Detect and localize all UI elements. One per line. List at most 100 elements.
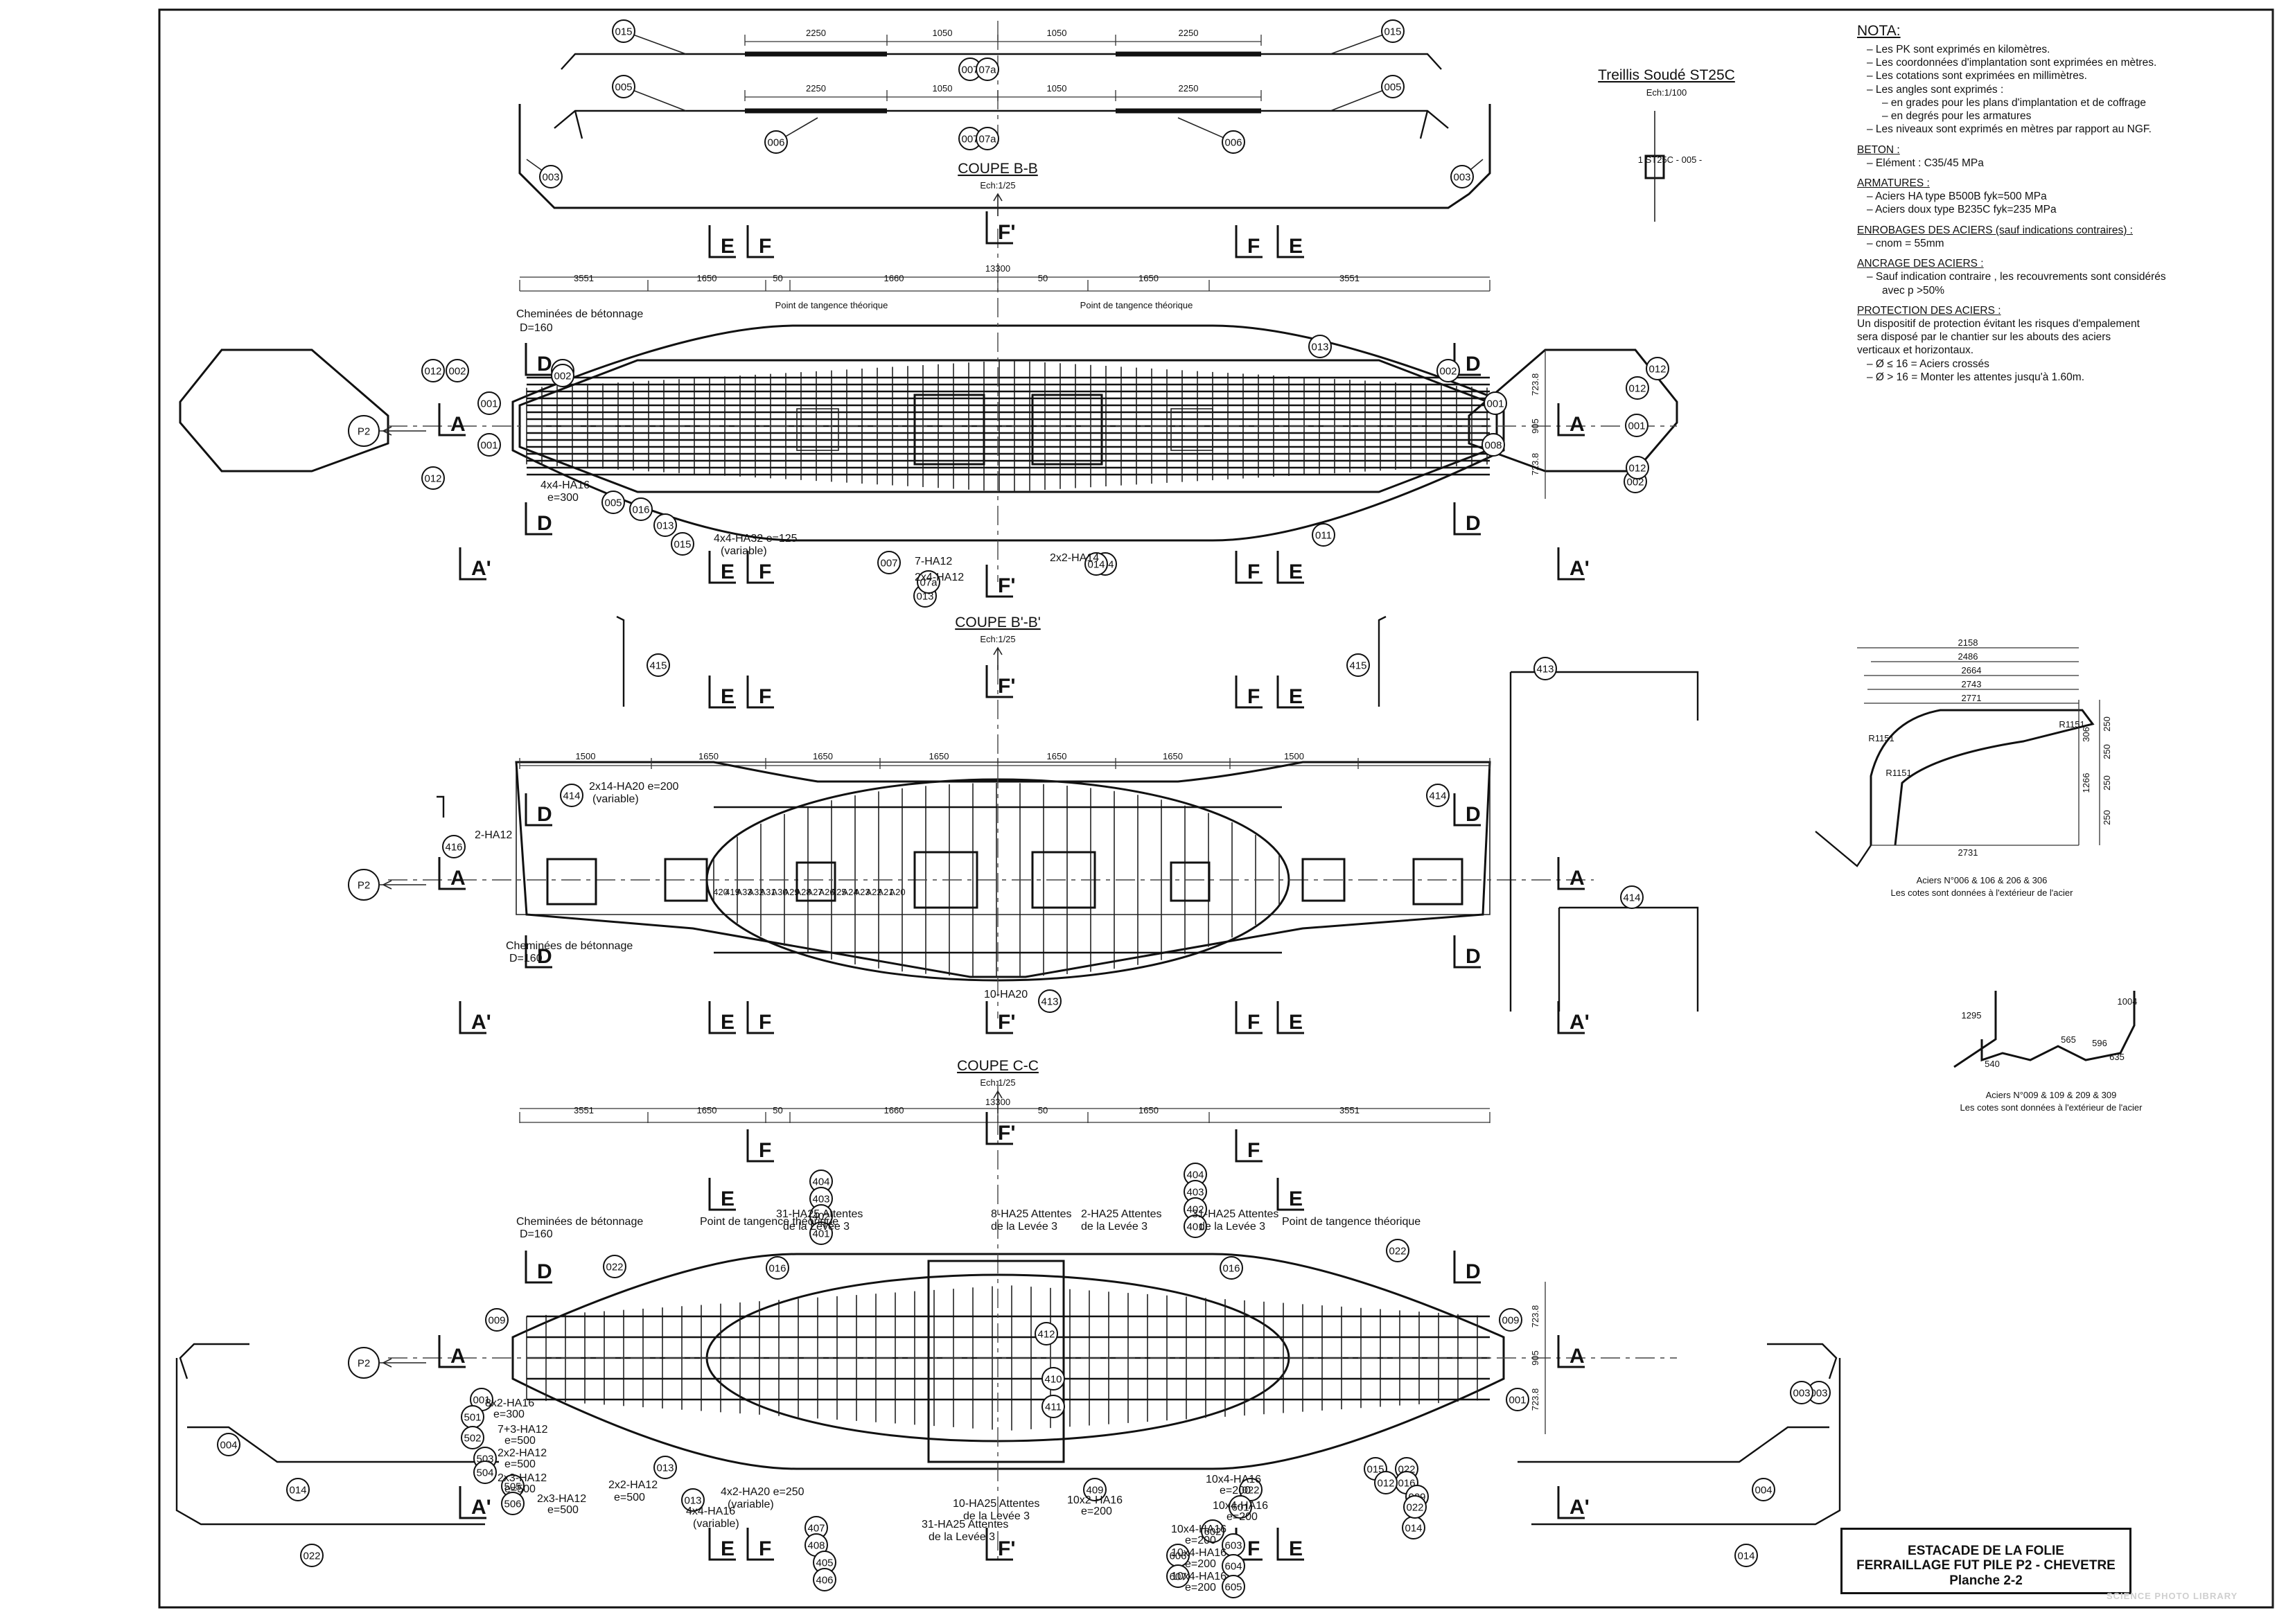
rebar-mark-bubble: [1426, 784, 1450, 807]
rebar-mark-label: 415: [1349, 660, 1366, 672]
detail-caption: Les cotes sont données à l'extérieur de …: [1891, 888, 2074, 898]
annotation: 4x4-HA16: [540, 479, 590, 491]
rebar-mark-bubble: [560, 784, 583, 807]
dimension-value: 1050: [1047, 83, 1067, 94]
rebar-mark-bubble: [809, 1221, 833, 1245]
rebar-mark-label: 07a: [978, 64, 996, 76]
rebar-id: A20: [889, 887, 905, 897]
annotation: 7-HA12: [915, 556, 952, 567]
rebar-mark-label: 009: [488, 1315, 505, 1327]
detail-dimension: 2664: [1962, 665, 1982, 676]
detail-radius: R1151: [1868, 733, 1894, 743]
annotation: 31-HA25 Attentes: [1192, 1208, 1278, 1220]
rebar-id: A22: [865, 887, 881, 897]
rebar-mark-bubble: [473, 1460, 497, 1484]
rebar-mark-label: 022: [606, 1262, 623, 1273]
dimension-value: 1050: [933, 83, 953, 94]
dimension-value: 1650: [1138, 1105, 1159, 1115]
rebar-mark-label: 607: [1169, 1571, 1186, 1583]
note-subheading: ENROBAGES DES ACIERS (sauf indications c…: [1857, 224, 2133, 236]
rebar-mark-label: 414: [1623, 892, 1640, 904]
annotation: de la Levée 3: [963, 1510, 1030, 1522]
title-project: ESTACADE DE LA FOLIE: [1908, 1544, 2064, 1558]
rebar-mark-label: 602: [1204, 1526, 1221, 1538]
mesh-scale: Ech:1/100: [1646, 87, 1687, 98]
rebar-mark-bubble: [647, 653, 670, 677]
rebar-mark-label: 022: [303, 1551, 320, 1562]
annotation: e=200: [1226, 1511, 1258, 1523]
section-marker: D: [537, 945, 552, 968]
section-marker: F: [759, 1537, 771, 1560]
rebar-id: A29: [783, 887, 799, 897]
rebar-mark-label: 015: [1384, 26, 1401, 38]
detail-curved-bar: [1815, 647, 2100, 867]
rebar-mark-label: 414: [1429, 791, 1446, 802]
rebar-mark-label: 016: [1222, 1263, 1240, 1275]
section-marker: F: [1247, 685, 1260, 708]
rebar-mark-bubble: [601, 491, 625, 514]
rebar-mark-label: 022: [1242, 1485, 1259, 1497]
detail-dimension: 635: [2109, 1052, 2125, 1062]
section-marker: D: [537, 353, 552, 376]
rebar-mark-label: 001: [473, 1395, 490, 1406]
section-marker: E: [1289, 1011, 1303, 1034]
mesh-title: Treillis Soudé ST25C: [1598, 67, 1735, 83]
side-dimension: 723.8: [1530, 1388, 1540, 1411]
section-marker: E: [721, 1011, 735, 1034]
section-marker: F': [998, 1537, 1015, 1560]
note-line: – Les cotations sont exprimées en millim…: [1867, 70, 2087, 82]
section-marker: D: [1466, 945, 1481, 968]
annotation: de la Levée 3: [783, 1221, 850, 1233]
rebar-mark-label: 408: [807, 1540, 825, 1552]
section-title: COUPE B'-B': [955, 615, 1041, 630]
rebar-mark-label: 415: [649, 660, 667, 672]
rebar-mark-label: 014: [1737, 1551, 1755, 1562]
annotation: Cheminées de bétonnage: [506, 940, 633, 952]
rebar-mark-label: 014: [289, 1485, 306, 1497]
rebar-mark-label: 003: [1810, 1388, 1827, 1400]
detail-caption: Aciers N°006 & 106 & 206 & 306: [1917, 875, 2048, 885]
section-marker: A: [1569, 867, 1585, 890]
annotation: 10-HA25 Attentes: [953, 1498, 1039, 1510]
mesh-note: 1 ST25C - 005 -: [1638, 155, 1703, 165]
rebar-mark-label: 014: [1405, 1523, 1422, 1535]
rebar-mark-bubble: [1734, 1544, 1758, 1567]
rebar-mark-bubble: [976, 58, 999, 81]
rebar-mark-bubble: [653, 513, 677, 537]
section-marker: D: [1466, 512, 1481, 535]
annotation: e=200: [1185, 1582, 1216, 1594]
rebar-mark-bubble: [653, 1456, 677, 1479]
section-marker: F: [1247, 1011, 1260, 1034]
rebar-id: A26: [818, 887, 834, 897]
rebar-mark-bubble: [917, 570, 940, 594]
section-marker: A': [1569, 1496, 1590, 1519]
rebar-mark-bubble: [629, 497, 653, 521]
section-marker: A: [1569, 413, 1585, 436]
annotation: 2-HA25 Attentes: [1081, 1208, 1162, 1220]
section-marker: D: [537, 512, 552, 535]
annotation: 10-HA20: [984, 989, 1028, 1000]
rebar-id: 420: [713, 887, 728, 897]
annotation: D=160: [520, 322, 553, 334]
rebar-mark-bubble: [1166, 1564, 1190, 1588]
rebar-mark-label: 003: [542, 172, 559, 184]
section-marker: D: [1466, 803, 1481, 826]
overall-dimension: 13300: [985, 1097, 1010, 1107]
detail-dimension: 540: [1985, 1059, 2000, 1069]
annotation: e=200: [1185, 1535, 1216, 1546]
rebar-mark-label: 006: [767, 137, 784, 149]
section-marker: E: [1289, 685, 1303, 708]
section-marker: A: [450, 867, 466, 890]
rebar-mark-bubble: [877, 551, 901, 574]
rebar-mark-label: 405: [816, 1557, 833, 1569]
rebar-mark-label: 401: [812, 1228, 829, 1240]
section-marker: E: [1289, 235, 1303, 258]
section-marker: D: [537, 1260, 552, 1283]
detail-dimension: 1266: [2081, 773, 2091, 793]
section-marker: F: [1247, 1537, 1260, 1560]
section-marker: F': [998, 1122, 1015, 1145]
annotation: 4x4-HA32 e=125: [714, 533, 798, 545]
title-sheet: Planche 2-2: [1949, 1573, 2023, 1588]
rebar-mark-label: 403: [1186, 1187, 1204, 1199]
rebar-mark-bubble: [485, 1308, 509, 1332]
